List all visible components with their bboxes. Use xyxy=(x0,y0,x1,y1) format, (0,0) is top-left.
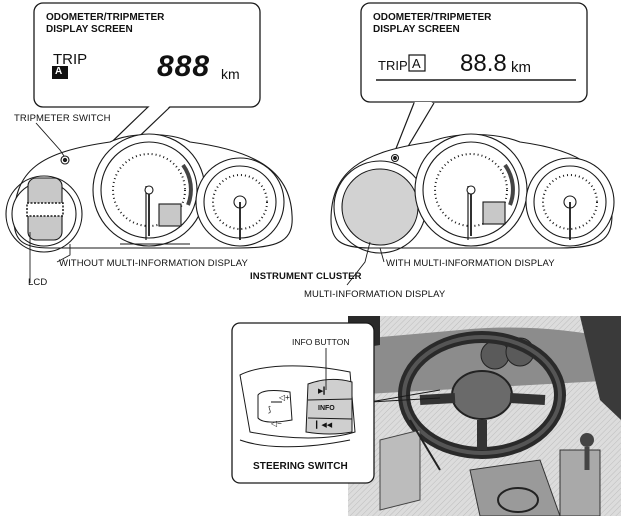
leader-lines-top xyxy=(29,122,385,286)
callout-right-title-1: ODOMETER/TRIPMETER xyxy=(373,12,492,23)
callout-right-title-2: DISPLAY SCREEN xyxy=(373,24,460,35)
unit-right: km xyxy=(511,59,531,76)
volume-down-icon: ◁− xyxy=(271,419,282,428)
without-mid-label: WITHOUT MULTI-INFORMATION DISPLAY xyxy=(59,258,248,269)
steering-switch-inset xyxy=(231,322,441,484)
trip-label-left: TRIP xyxy=(53,51,88,68)
trip-badge-right xyxy=(408,54,426,72)
instrument-cluster-label: INSTRUMENT CLUSTER xyxy=(250,271,362,282)
next-track-icon: ▶▎ xyxy=(318,388,329,395)
with-mid-label: WITH MULTI-INFORMATION DISPLAY xyxy=(386,258,555,269)
reading-right: 88.8 xyxy=(460,50,507,77)
unit-left: km xyxy=(221,66,240,82)
info-key-label: INFO xyxy=(318,405,335,412)
callout-left-title-1: ODOMETER/TRIPMETER xyxy=(46,12,165,23)
steering-photo xyxy=(348,316,621,516)
callout-left-title-2: DISPLAY SCREEN xyxy=(46,24,133,35)
trip-badge-left xyxy=(52,66,68,79)
voice-icon: ⟆ xyxy=(268,405,272,414)
trip-badge-left-text: A xyxy=(55,66,63,77)
cluster-with-mid xyxy=(330,133,615,254)
trip-badge-right-text: A xyxy=(412,56,421,71)
trip-label-right: TRIP xyxy=(378,58,408,73)
lcd-label: LCD xyxy=(28,277,48,288)
tripmeter-switch-label: TRIPMETER SWITCH xyxy=(14,113,111,124)
cluster-without-mid xyxy=(5,133,293,253)
multi-info-display-label: MULTI-INFORMATION DISPLAY xyxy=(304,289,446,300)
volume-up-icon: ◁+ xyxy=(279,393,290,402)
steering-switch-label: STEERING SWITCH xyxy=(253,461,348,472)
reading-left: 888 xyxy=(157,50,211,83)
previous-track-icon: ▎◀◀ xyxy=(316,422,333,429)
info-button-label: INFO BUTTON xyxy=(292,337,350,347)
